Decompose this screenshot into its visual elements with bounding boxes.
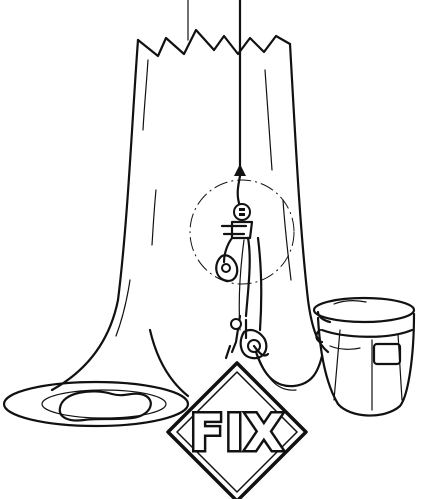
rope-coil-icon: [4, 382, 188, 426]
rope-icon: [234, 0, 246, 206]
rope-clamp-device-icon: [216, 204, 261, 330]
tree-trunk-icon: [52, 0, 328, 396]
throw-bag-icon: [314, 298, 414, 416]
warning-diamond-icon: FIX: [168, 363, 306, 499]
fix-label: FIX: [190, 404, 284, 462]
rope-to-bag: [256, 352, 322, 386]
carabiner-icon: [226, 316, 268, 358]
detail-highlight-circle: [190, 180, 294, 284]
